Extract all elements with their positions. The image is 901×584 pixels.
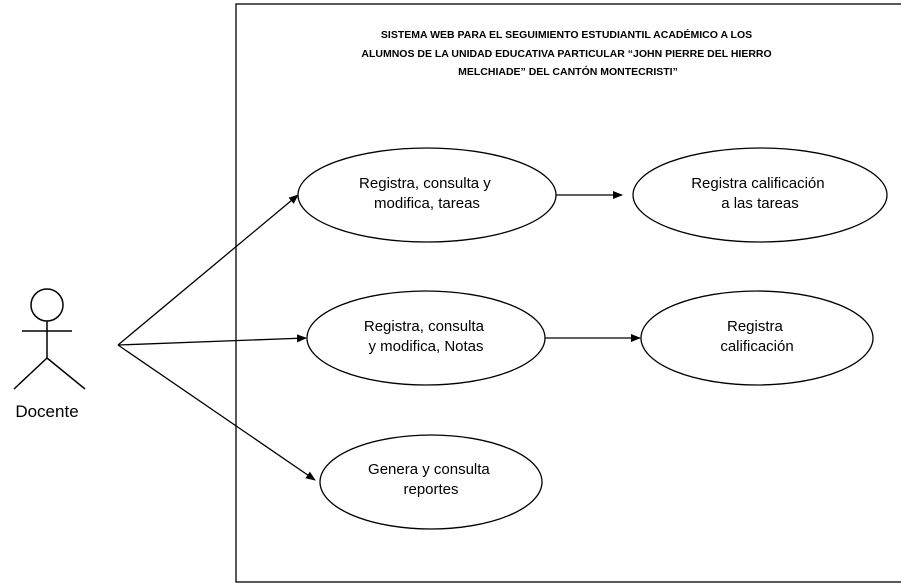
use-case-label-line-2: a las tareas [721, 195, 799, 212]
actor-docente: Docente [13, 288, 86, 421]
use-case-label-line-2: calificación [720, 338, 793, 355]
use-case-label-line-2: y modifica, Notas [368, 338, 483, 355]
system-title: SISTEMA WEB PARA EL SEGUIMIENTO ESTUDIAN… [361, 28, 774, 78]
association-actor-notas [117, 334, 307, 346]
use-case-label-line-1: Registra [727, 318, 784, 335]
use-case-tareas: Registra, consulta y modifica, tareas [297, 147, 557, 243]
system-title-line-2: ALUMNOS DE LA UNIDAD EDUCATIVA PARTICULA… [361, 48, 771, 60]
system-title-line-3: MELCHIADE” DEL CANTÓN MONTECRISTI” [458, 65, 678, 78]
use-case-calif-tareas: Registra calificación a las tareas [632, 147, 888, 243]
use-case-calificacion: Registra calificación [640, 290, 874, 386]
system-title-line-1: SISTEMA WEB PARA EL SEGUIMIENTO ESTUDIAN… [381, 28, 752, 41]
use-case-notas: Registra, consulta y modifica, Notas [306, 290, 546, 386]
use-case-label-line-1: Registra calificación [691, 175, 824, 192]
actor-right-leg [46, 357, 86, 390]
actor-label: Docente [15, 402, 78, 421]
use-case-label: Genera y consulta reportes [368, 461, 494, 498]
actor-head [30, 288, 64, 322]
use-case-label-line-1: Genera y consulta [368, 461, 490, 478]
use-case-reportes: Genera y consulta reportes [319, 434, 543, 530]
use-case-ellipse [319, 434, 543, 530]
use-case-label: Registra calificación a las tareas [691, 175, 829, 212]
use-case-label: Registra calificación [720, 318, 793, 355]
system-boundary [235, 3, 901, 583]
use-case-label-line-2: modifica, tareas [374, 195, 480, 212]
use-case-ellipse [640, 290, 874, 386]
association-actor-tareas [117, 194, 299, 346]
use-case-ellipse [297, 147, 557, 243]
association-actor-reportes [117, 344, 316, 481]
use-case-ellipse [306, 290, 546, 386]
use-case-label: Registra, consulta y modifica, Notas [364, 318, 488, 355]
use-case-ellipse [632, 147, 888, 243]
use-case-label-line-1: Registra, consulta [364, 318, 485, 335]
use-case-label-line-2: reportes [403, 481, 458, 498]
use-case-label-line-1: Registra, consulta y [359, 175, 491, 192]
actor-left-leg [13, 357, 48, 390]
use-case-label: Registra, consulta y modifica, tareas [359, 175, 495, 212]
